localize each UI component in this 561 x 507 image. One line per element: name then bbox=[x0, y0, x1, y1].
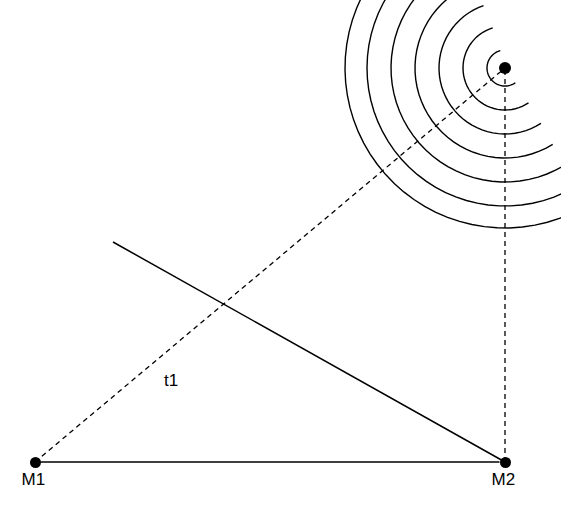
wave-arc bbox=[487, 51, 515, 86]
microphone-point: M2 bbox=[500, 457, 511, 468]
sound-waves bbox=[345, 0, 561, 228]
baseline bbox=[41, 461, 500, 463]
wave-arc bbox=[439, 6, 541, 134]
microphone-dot bbox=[30, 457, 41, 468]
wave-arc bbox=[345, 0, 561, 228]
wave-arc bbox=[391, 0, 561, 182]
microphone-point: M1 bbox=[30, 457, 41, 468]
time-label: t1 bbox=[164, 372, 178, 391]
wave-arc bbox=[367, 0, 561, 206]
wave-arc bbox=[463, 28, 528, 110]
microphone-label: M2 bbox=[492, 471, 516, 490]
wavefront-line bbox=[113, 242, 505, 462]
microphone-label: M1 bbox=[22, 471, 46, 490]
microphone-dot bbox=[500, 457, 511, 468]
path-line bbox=[35, 68, 505, 462]
wave-arc bbox=[415, 0, 553, 158]
path-line bbox=[504, 68, 505, 462]
sound-source bbox=[499, 62, 511, 74]
